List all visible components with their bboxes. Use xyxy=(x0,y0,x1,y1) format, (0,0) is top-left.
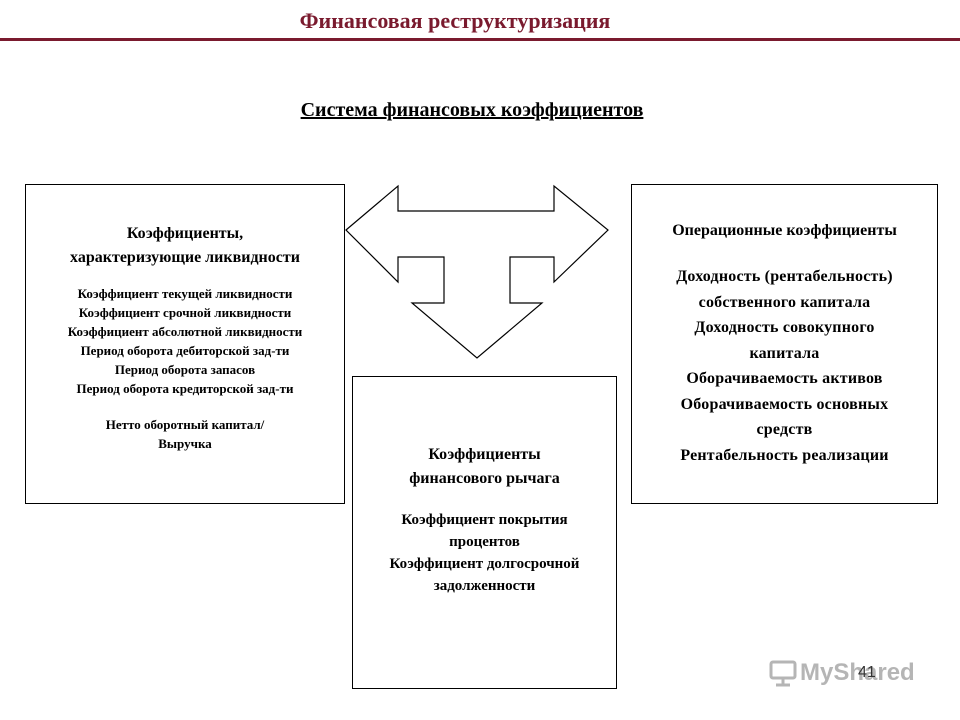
liquidity-heading-line: характеризующие ликвидности xyxy=(70,249,300,266)
list-item: Доходность совокупного xyxy=(694,319,875,336)
financial-leverage-box: Коэффициенты финансового рычага Коэффици… xyxy=(352,376,617,689)
liquidity-ratio-list: Коэффициент текущей ликвидности Коэффици… xyxy=(26,284,344,398)
logo-text: MyShared xyxy=(800,659,915,686)
three-way-arrow-shape xyxy=(345,184,609,359)
liquidity-heading: Коэффициенты, характеризующие ликвидност… xyxy=(26,222,344,270)
list-item: Оборачиваемость активов xyxy=(686,370,883,387)
slide-title: Финансовая реструктуризация xyxy=(299,8,611,33)
operational-heading: Операционные коэффициенты xyxy=(672,222,897,239)
leverage-heading-line: финансового рычага xyxy=(409,470,560,487)
liquidity-ratios-box: Коэффициенты, характеризующие ликвидност… xyxy=(25,184,345,504)
liquidity-heading-line: Коэффициенты, xyxy=(126,225,244,242)
title-underline-rule xyxy=(0,38,960,41)
list-item: задолженности xyxy=(433,578,536,594)
list-item: Выручка xyxy=(158,436,212,451)
list-item: Коэффициент срочной ликвидности xyxy=(78,305,292,320)
list-item: Рентабельность реализации xyxy=(680,446,889,464)
leverage-heading-line: Коэффициенты xyxy=(428,446,541,463)
myshared-watermark-logo: MyShared xyxy=(768,658,928,688)
operational-ratio-list: Доходность (рентабельность) собственного… xyxy=(632,264,937,468)
diagram-subtitle-text: Система финансовых коэффициентов xyxy=(300,99,644,121)
list-item: Период оборота кредиторской зад-ти xyxy=(76,381,294,396)
three-way-arrow-icon xyxy=(345,184,609,359)
page-number: 41 xyxy=(858,664,876,681)
list-item: Коэффициент абсолютной ликвидности xyxy=(67,324,303,339)
list-item: Доходность (рентабельность) xyxy=(676,268,893,285)
list-item: Коэффициент текущей ликвидности xyxy=(77,286,293,301)
list-item: процентов xyxy=(449,534,520,550)
list-item: Нетто оборотный капитал/ xyxy=(105,417,265,432)
net-working-capital-ratio: Нетто оборотный капитал/ Выручка xyxy=(26,415,344,453)
list-item: Коэффициент покрытия xyxy=(401,512,568,528)
list-item: Период оборота дебиторской зад-ти xyxy=(80,343,290,358)
leverage-heading: Коэффициенты финансового рычага xyxy=(353,443,616,491)
leverage-ratio-list: Коэффициент покрытия процентов Коэффицие… xyxy=(353,509,616,597)
diagram-subtitle: Система финансовых коэффициентов xyxy=(0,99,944,122)
list-item: средств xyxy=(756,421,813,438)
list-item: Коэффициент долгосрочной xyxy=(389,556,580,572)
list-item: Оборачиваемость основных xyxy=(680,395,889,413)
operational-ratios-box: Операционные коэффициенты Доходность (ре… xyxy=(631,184,938,504)
list-item: капитала xyxy=(749,344,820,362)
list-item: Период оборота запасов xyxy=(114,362,256,377)
presentation-board-icon xyxy=(769,660,797,687)
list-item: собственного капитала xyxy=(698,293,871,311)
